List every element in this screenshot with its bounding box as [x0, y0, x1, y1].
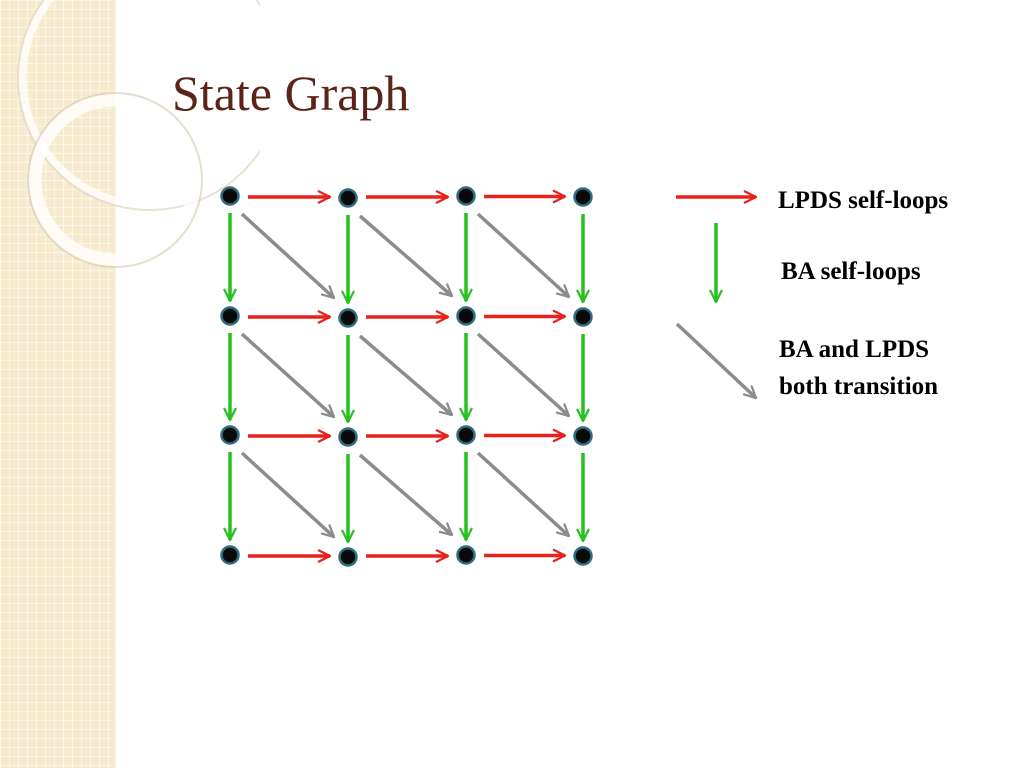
state-node	[220, 545, 240, 565]
red-arrows	[248, 189, 567, 563]
legend-gray-label-line2: both transition	[779, 373, 939, 400]
state-node	[220, 425, 240, 445]
decorative-ring-small	[28, 93, 202, 267]
state-node	[456, 425, 476, 445]
state-node	[573, 187, 593, 207]
gray-arrow	[476, 332, 571, 418]
gray-arrow	[358, 453, 454, 537]
slide-title: State Graph	[172, 65, 410, 121]
gray-arrow	[240, 332, 336, 419]
decorative-ring-large-shadow	[17, 0, 260, 211]
state-node	[338, 427, 358, 447]
gray-arrows	[240, 212, 571, 539]
gray-arrow	[476, 212, 571, 299]
state-node	[456, 186, 476, 206]
state-node	[220, 186, 240, 206]
state-node	[338, 188, 358, 208]
state-node	[220, 306, 240, 326]
state-node	[573, 426, 593, 446]
gray-arrow	[240, 451, 336, 539]
state-node	[456, 306, 476, 326]
decorative-ring-large	[17, 0, 260, 211]
state-nodes	[220, 186, 593, 567]
legend-gray-label-line1: BA and LPDS	[779, 336, 930, 363]
gray-arrow	[240, 212, 336, 300]
decorative-ring-small-shadow	[27, 92, 203, 268]
gray-arrow	[358, 334, 454, 417]
legend-red-label: LPDS self-loops	[778, 187, 949, 214]
green-arrows	[223, 213, 590, 544]
state-node	[573, 546, 593, 566]
legend-gray-arrow-icon	[675, 322, 758, 400]
sidebar-edge	[113, 0, 117, 768]
decorative-rings	[17, 0, 260, 268]
state-node	[338, 547, 358, 567]
state-node	[338, 308, 358, 328]
gray-arrow	[358, 214, 454, 298]
state-node	[573, 307, 593, 327]
gray-arrow	[476, 451, 571, 538]
state-node	[456, 545, 476, 565]
legend-green-label: BA self-loops	[781, 258, 921, 285]
